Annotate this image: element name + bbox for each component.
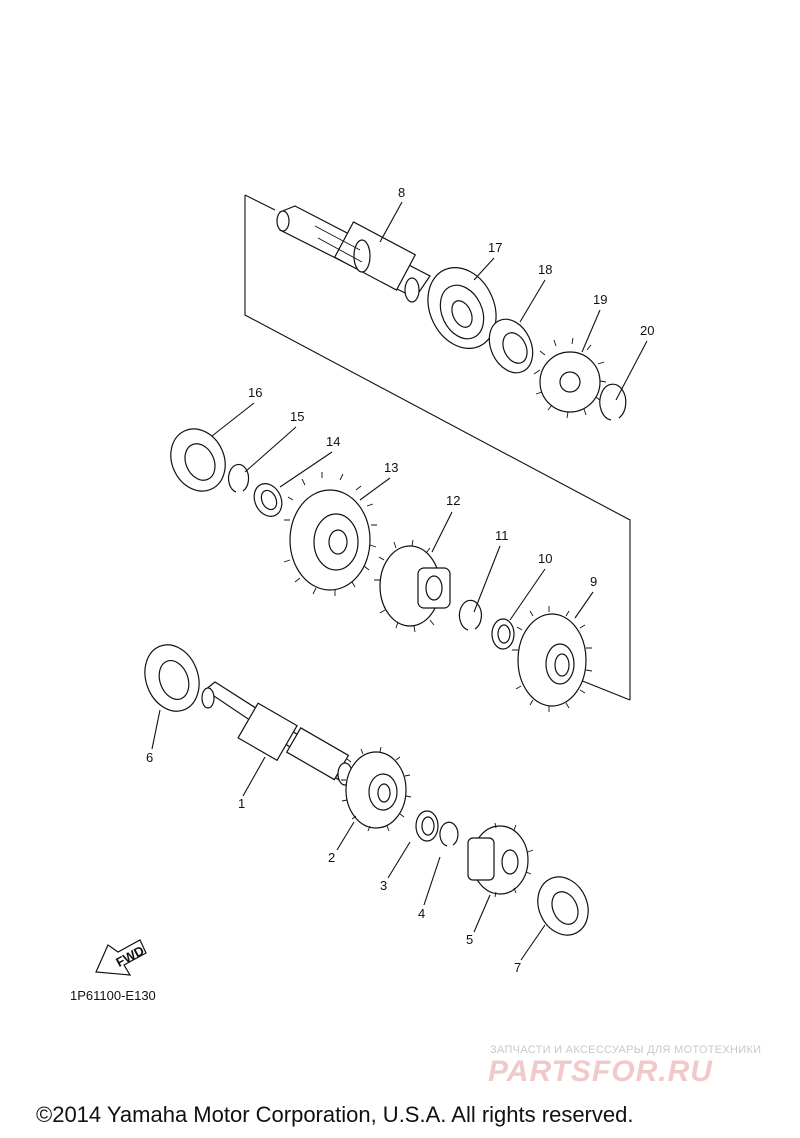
diagram-code: 1P61100-E130 bbox=[70, 988, 156, 1003]
part-11-circlip[interactable] bbox=[458, 599, 482, 631]
part-18-collar[interactable] bbox=[481, 312, 541, 380]
callout-3: 3 bbox=[380, 878, 387, 893]
callout-13: 13 bbox=[384, 460, 398, 475]
part-9-gear[interactable] bbox=[512, 606, 593, 712]
part-8-drive-axle[interactable] bbox=[276, 205, 431, 303]
leader-line-11 bbox=[473, 545, 501, 613]
leader-line-16 bbox=[211, 402, 255, 437]
fwd-arrow-icon: FWD bbox=[95, 939, 147, 976]
callout-6: 6 bbox=[146, 750, 153, 765]
callout-10: 10 bbox=[538, 551, 552, 566]
part-13-gear[interactable] bbox=[283, 472, 377, 596]
leader-line-15 bbox=[244, 426, 297, 473]
part-5-gear[interactable] bbox=[467, 822, 534, 898]
leader-line-19 bbox=[581, 309, 601, 353]
part-4-circlip[interactable] bbox=[439, 821, 459, 847]
leader-line-5 bbox=[473, 894, 491, 933]
leader-line-2 bbox=[336, 821, 355, 851]
callout-17: 17 bbox=[488, 240, 502, 255]
part-3-washer[interactable] bbox=[415, 810, 439, 842]
copyright-notice: ©2014 Yamaha Motor Corporation, U.S.A. A… bbox=[36, 1102, 634, 1127]
callout-4: 4 bbox=[418, 906, 425, 921]
leader-line-13 bbox=[359, 477, 391, 501]
part-16-bearing[interactable] bbox=[161, 420, 235, 500]
callout-7: 7 bbox=[514, 960, 521, 975]
callout-5: 5 bbox=[466, 932, 473, 947]
leader-line-6 bbox=[151, 709, 161, 750]
callout-12: 12 bbox=[446, 493, 460, 508]
leader-line-14 bbox=[279, 451, 333, 488]
leader-line-18 bbox=[519, 279, 546, 323]
assembly-boundary bbox=[244, 194, 631, 701]
callout-18: 18 bbox=[538, 262, 552, 277]
part-12-gear[interactable] bbox=[374, 539, 451, 633]
callout-2: 2 bbox=[328, 850, 335, 865]
part-19-drive-sprocket[interactable] bbox=[533, 337, 607, 419]
leader-line-17 bbox=[473, 257, 495, 281]
callout-9: 9 bbox=[590, 574, 597, 589]
callout-16: 16 bbox=[248, 385, 262, 400]
leader-line-10 bbox=[509, 568, 546, 621]
watermark-brand: PARTSFOR.RU bbox=[488, 1055, 713, 1088]
leader-line-3 bbox=[387, 841, 411, 879]
part-1-main-axle[interactable] bbox=[201, 681, 353, 786]
leader-line-20 bbox=[615, 340, 648, 401]
part-17-bearing[interactable] bbox=[415, 256, 509, 359]
leader-line-4 bbox=[423, 856, 441, 906]
callout-8: 8 bbox=[398, 185, 405, 200]
part-14-washer[interactable] bbox=[249, 479, 287, 521]
callout-19: 19 bbox=[593, 292, 607, 307]
leader-line-1 bbox=[242, 756, 266, 797]
callout-20: 20 bbox=[640, 323, 654, 338]
leader-line-12 bbox=[431, 511, 453, 553]
part-15-circlip[interactable] bbox=[227, 463, 250, 493]
callout-1: 1 bbox=[238, 796, 245, 811]
callout-15: 15 bbox=[290, 409, 304, 424]
part-6-bearing[interactable] bbox=[136, 637, 208, 719]
part-10-washer[interactable] bbox=[491, 618, 515, 650]
callout-14: 14 bbox=[326, 434, 340, 449]
fwd-label: FWD bbox=[113, 943, 146, 970]
watermark-tagline: ЗАПЧАСТИ И АКСЕССУАРЫ ДЛЯ МОТОТЕХНИКИ bbox=[490, 1044, 762, 1056]
leader-line-8 bbox=[379, 201, 403, 243]
callout-11: 11 bbox=[495, 528, 509, 543]
part-7-bearing[interactable] bbox=[529, 869, 598, 944]
leader-line-9 bbox=[574, 591, 594, 619]
part-2-gear[interactable] bbox=[341, 746, 412, 832]
leader-line-7 bbox=[520, 924, 546, 961]
